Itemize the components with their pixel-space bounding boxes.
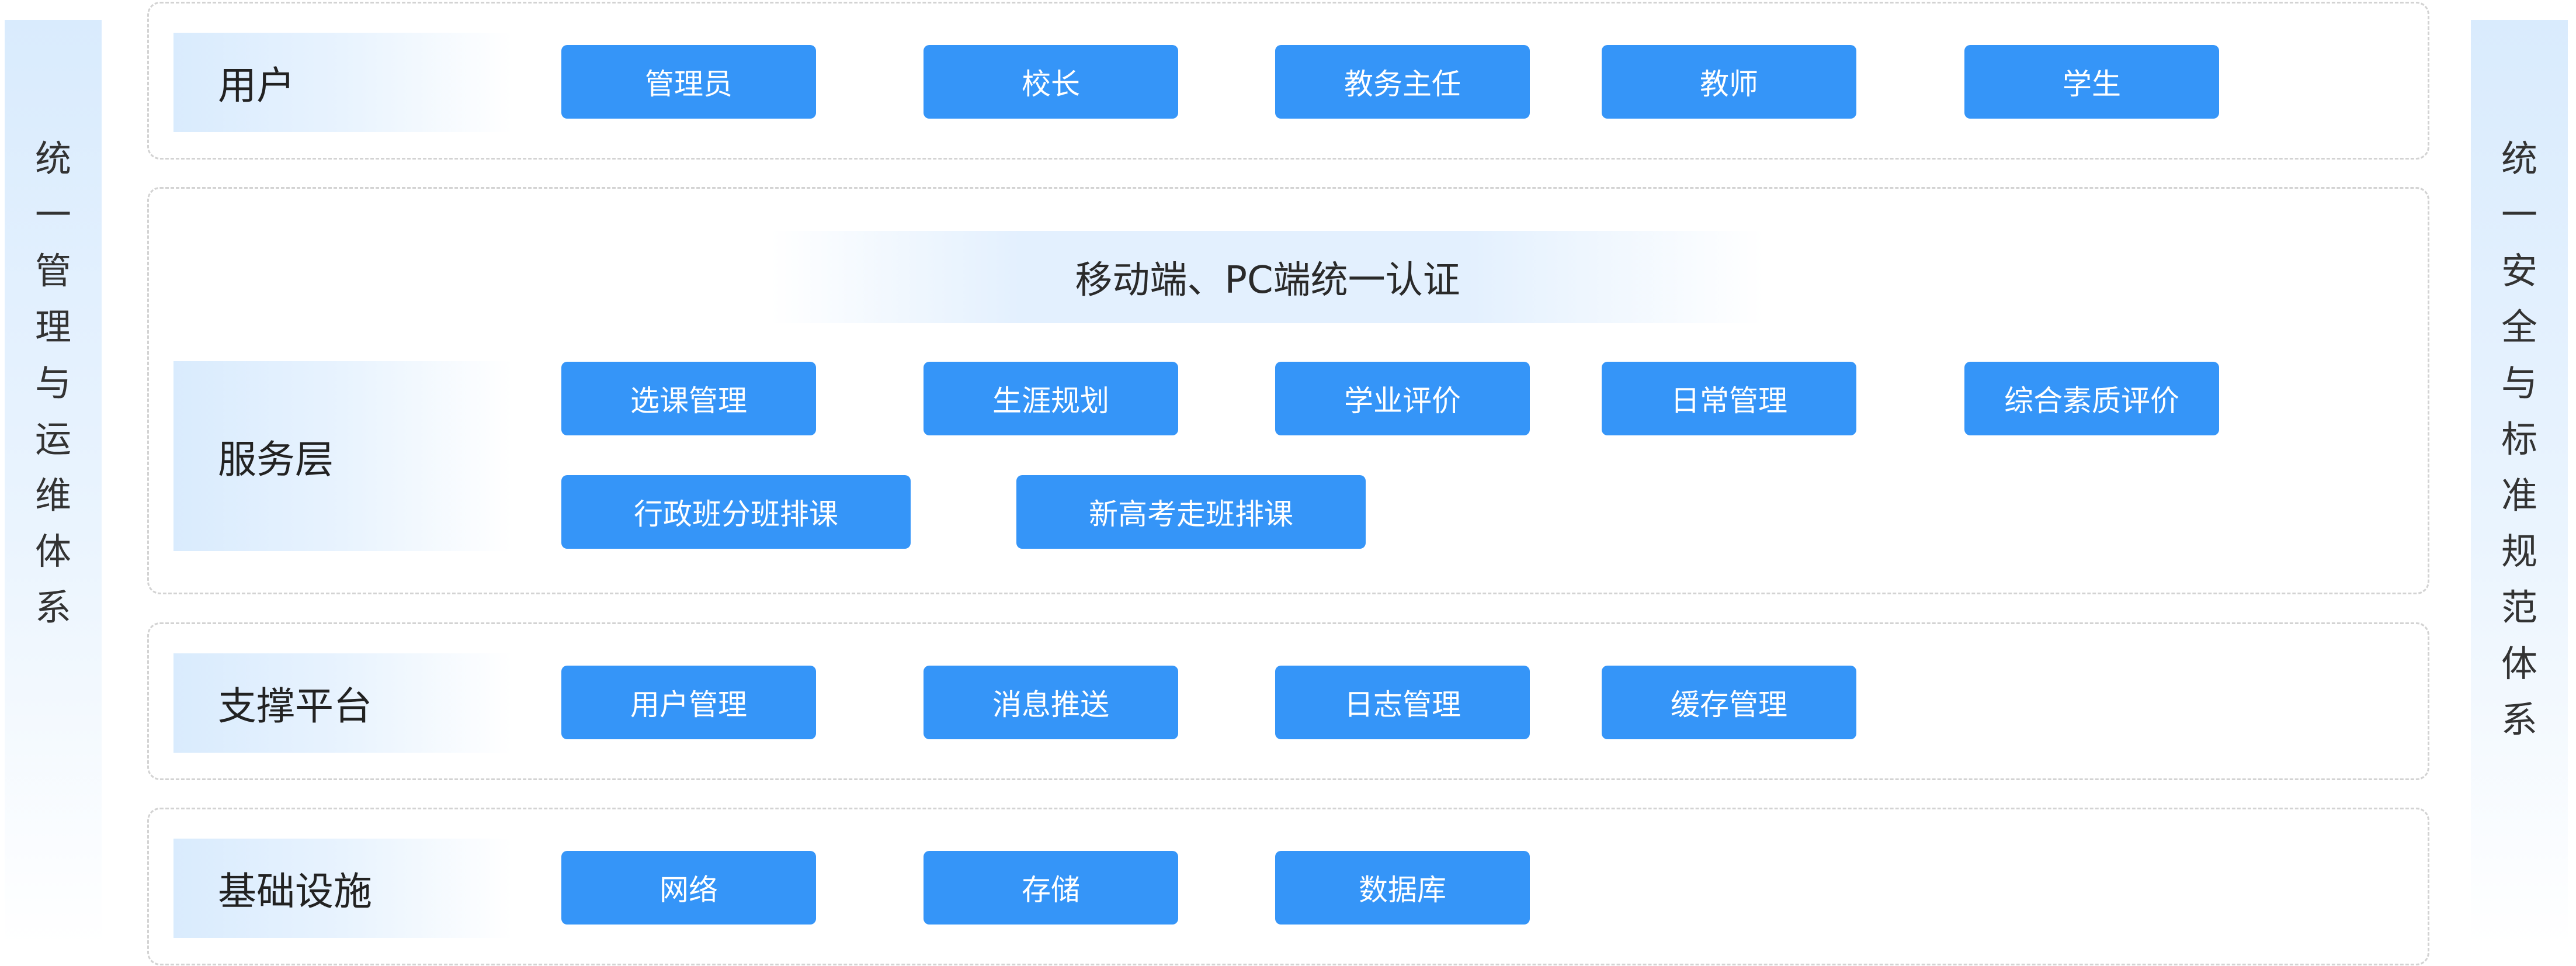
left-bar-char: 系 [34,586,71,629]
service-admin-class-scheduling[interactable]: 行政班分班排课 [561,475,911,549]
users-layer-label: 用户 [173,33,512,132]
right-bar-char: 一 [2501,193,2537,236]
right-bar-char: 系 [2501,698,2537,741]
support-cache-management[interactable]: 缓存管理 [1602,666,1856,739]
left-bar-char: 管 [34,250,71,292]
left-bar-char: 与 [34,362,71,404]
support-message-push[interactable]: 消息推送 [924,666,1178,739]
service-gaokao-class-scheduling[interactable]: 新高考走班排课 [1016,475,1366,549]
left-bar-char: 统 [34,137,71,180]
service-comprehensive-evaluation[interactable]: 综合素质评价 [1964,362,2219,435]
left-bar-char: 一 [34,193,71,236]
service-academic-evaluation[interactable]: 学业评价 [1275,362,1530,435]
right-bar-char: 范 [2501,586,2537,629]
left-bar-char: 理 [34,306,71,348]
left-bar-char: 运 [34,418,71,461]
right-side-bar: 统 一 安 全 与 标 准 规 范 体 系 [2471,20,2568,946]
unified-auth-banner: 移动端、PC端统一认证 [771,231,1764,323]
user-role-principal[interactable]: 校长 [924,45,1178,119]
right-bar-char: 体 [2501,642,2537,685]
support-log-management[interactable]: 日志管理 [1275,666,1530,739]
user-role-student[interactable]: 学生 [1964,45,2219,119]
service-layer: 移动端、PC端统一认证 服务层 选课管理 生涯规划 学业评价 日常管理 综合素质… [147,187,2429,594]
right-bar-char: 全 [2501,306,2537,348]
left-bar-char: 维 [34,474,71,517]
right-bar-char: 标 [2501,418,2537,461]
right-bar-char: 统 [2501,137,2537,180]
service-course-selection[interactable]: 选课管理 [561,362,816,435]
users-layer: 用户 管理员 校长 教务主任 教师 学生 [147,2,2429,160]
support-user-management[interactable]: 用户管理 [561,666,816,739]
user-role-teacher[interactable]: 教师 [1602,45,1856,119]
right-bar-char: 准 [2501,474,2537,517]
infra-database[interactable]: 数据库 [1275,851,1530,925]
service-layer-label: 服务层 [173,361,512,551]
user-role-admin[interactable]: 管理员 [561,45,816,119]
infra-layer-label: 基础设施 [173,839,512,938]
service-career-planning[interactable]: 生涯规划 [924,362,1178,435]
user-role-academic-director[interactable]: 教务主任 [1275,45,1530,119]
left-bar-char: 体 [34,530,71,573]
infra-storage[interactable]: 存储 [924,851,1178,925]
left-side-bar: 统 一 管 理 与 运 维 体 系 [5,20,102,946]
right-bar-char: 安 [2501,250,2537,292]
infra-network[interactable]: 网络 [561,851,816,925]
service-daily-management[interactable]: 日常管理 [1602,362,1856,435]
right-bar-char: 与 [2501,362,2537,404]
support-platform-layer: 支撑平台 用户管理 消息推送 日志管理 缓存管理 [147,622,2429,780]
right-bar-char: 规 [2501,530,2537,573]
support-layer-label: 支撑平台 [173,653,512,753]
infrastructure-layer: 基础设施 网络 存储 数据库 [147,808,2429,965]
